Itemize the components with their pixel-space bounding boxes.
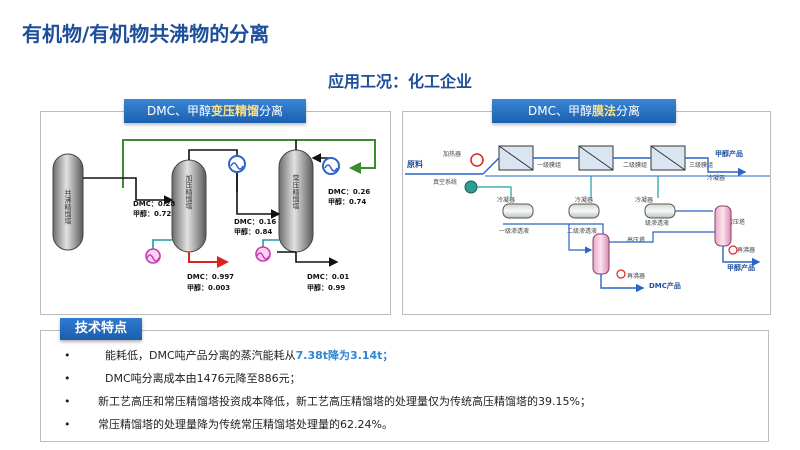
condenser-1-icon [502, 203, 534, 219]
tech-features-box [40, 330, 769, 442]
col2-label: 常压塔 [727, 218, 745, 226]
permeate2-label: 二级渗透液 [567, 227, 597, 235]
pressure-swing-diagram: 共沸精馏塔 加压精馏塔 常压精馏塔 [52, 139, 376, 292]
bullet-dot: • [64, 418, 71, 431]
methanol-product-1: 甲醇产品 [715, 149, 743, 158]
feature-text-2: DMC吨分离成本由1476元降至886元； [105, 372, 301, 385]
atmospheric-column [714, 205, 732, 247]
pressure-swing-panel: 共沸精馏塔 加压精馏塔 常压精馏塔 [40, 111, 391, 315]
bullet-dot: • [64, 349, 71, 362]
page-subtitle: 应用工况：化工企业 [327, 72, 472, 91]
stream-2-dmc: DMC：0.16 [234, 218, 276, 226]
heater-label: 加热器 [443, 150, 461, 158]
stream-3-meoh: 甲醇：0.74 [328, 197, 366, 206]
tower-1-label: 共沸精馏塔 [64, 189, 72, 226]
tower-3-label: 常压精馏塔 [292, 174, 300, 211]
stage1-label: 一级膜组 [537, 161, 561, 169]
reboiler-1-icon [145, 248, 161, 264]
dmc-product-label: DMC产品 [649, 281, 681, 290]
high-pressure-column [592, 233, 610, 275]
reboiler-2-icon [255, 246, 271, 262]
methanol-product-2: 甲醇产品 [727, 263, 755, 272]
permeate1-label: 一级渗透液 [499, 227, 529, 235]
membrane-tab: DMC、甲醇膜法分离 [492, 99, 676, 123]
page-title: 有机物/有机物共沸物的分离 [22, 22, 270, 46]
tower-2-label: 加压精馏塔 [185, 174, 193, 211]
feature-text-3: 新工艺高压和常压精馏塔投资成本降低，新工艺高压精馏塔的处理量仅为传统高压精馏塔的… [98, 395, 591, 408]
bullet-dot: • [64, 372, 71, 385]
membrane-diagram: 原料 加热器 真空系统 一级膜组 二级膜组 三级膜组 冷凝器 冷凝器 冷凝器 冷… [405, 145, 771, 293]
condenser1-label: 冷凝器 [497, 196, 515, 204]
heater-icon [470, 153, 484, 167]
pressure-swing-tab: DMC、甲醇变压精馏分离 [124, 99, 306, 123]
condenser2-label: 冷凝器 [575, 196, 593, 204]
membrane-panel: 原料 加热器 真空系统 一级膜组 二级膜组 三级膜组 冷凝器 冷凝器 冷凝器 冷… [402, 111, 771, 315]
azeotropic-tower [52, 153, 84, 251]
vacuum-label: 真空系统 [433, 178, 457, 186]
tech-features-heading: 技术特点 [60, 318, 142, 340]
feed-label: 原料 [407, 159, 423, 169]
reboiler-1-icon [616, 269, 626, 279]
stream-3-dmc: DMC：0.26 [328, 188, 370, 196]
stream-5-meoh: 甲醇：0.99 [307, 283, 345, 292]
cond-top-label: 冷凝器 [707, 174, 725, 182]
condenser-3-icon [644, 203, 676, 219]
feature-text-1: 能耗低，DMC吨产品分离的蒸汽能耗从 [105, 349, 296, 362]
stream-5-dmc: DMC：0.01 [307, 273, 349, 281]
feature-highlight-1: 7.38t降为3.14t； [295, 349, 394, 362]
condenser-2-icon [568, 203, 600, 219]
reboiler-2-icon [728, 245, 738, 255]
feature-text-4: 常压精馏塔的处理量降为传统常压精馏塔处理量的62.24%。 [98, 418, 393, 431]
col1-label: 高压塔 [627, 236, 645, 244]
stage3-label: 三级膜组 [689, 161, 713, 169]
condenser3-label: 冷凝器 [635, 196, 653, 204]
stream-4-dmc: DMC：0.997 [187, 273, 234, 281]
stream-4-meoh: 甲醇：0.003 [187, 283, 230, 292]
stream-1-meoh: 甲醇：0.72 [133, 209, 171, 218]
stage2-label: 二级膜组 [623, 161, 647, 169]
reboiler2-label: 再沸器 [737, 246, 755, 254]
permeate3-label: 级渗透液 [645, 219, 669, 227]
bullet-dot: • [64, 395, 71, 408]
stream-2-meoh: 甲醇：0.84 [234, 227, 272, 236]
reboiler1-label: 再沸器 [627, 272, 645, 280]
stream-1-dmc: DMC：0.28 [133, 200, 175, 208]
